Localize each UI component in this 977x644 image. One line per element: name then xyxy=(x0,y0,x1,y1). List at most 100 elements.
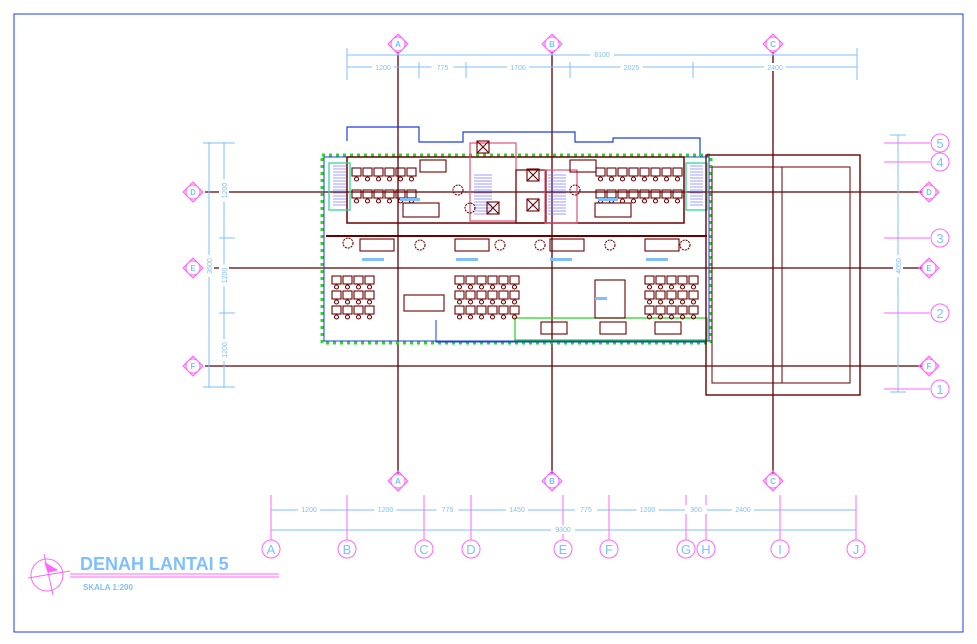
office-chair xyxy=(690,314,697,320)
sofa-set xyxy=(654,321,682,335)
bottom-dimension-segment: 1200 xyxy=(378,507,394,514)
meeting-table xyxy=(549,238,585,252)
workstation-desk xyxy=(465,305,476,315)
office-chair xyxy=(630,176,637,182)
north-arrow-icon xyxy=(27,553,71,596)
grid-bubble-label: E xyxy=(926,264,932,273)
grid-bubble-label: B xyxy=(549,477,555,486)
office-chair xyxy=(467,314,474,320)
workstation-desk xyxy=(406,167,417,177)
grid-bubble-label: 5 xyxy=(936,136,943,151)
workstation-desk xyxy=(331,275,342,285)
workstation-desk xyxy=(384,167,395,177)
workstation-desk xyxy=(406,189,417,199)
left-dimension-segment: 1200 xyxy=(222,342,229,358)
round-table xyxy=(494,239,506,251)
south-bay-outline xyxy=(435,320,705,343)
office-chair xyxy=(353,198,360,204)
room-label-mark xyxy=(595,297,607,300)
room-label-mark xyxy=(646,258,668,261)
grid-bubble-label: C xyxy=(419,542,428,557)
grid-bubble-label: D xyxy=(926,188,932,197)
grid-bubble-label: 3 xyxy=(936,231,943,246)
workstation-desk xyxy=(454,305,465,315)
office-chair xyxy=(467,284,474,290)
room-label-mark xyxy=(362,258,384,261)
office-chair xyxy=(366,314,373,320)
grid-bubble-label: B xyxy=(549,40,555,49)
workstation-desk xyxy=(617,167,628,177)
grid-bubble-label: C xyxy=(770,40,776,49)
workstation-desk xyxy=(666,305,677,315)
workstation-desk xyxy=(628,167,639,177)
sheet-frame xyxy=(13,13,964,633)
workstation-desk xyxy=(595,167,606,177)
office-chair xyxy=(478,299,485,305)
office-chair xyxy=(668,314,675,320)
workstation-desk xyxy=(353,275,364,285)
office-chair xyxy=(646,314,653,320)
grid-bubble-label: G xyxy=(681,542,691,557)
structural-grid xyxy=(205,52,925,475)
top-grid-bubble: B xyxy=(541,33,563,55)
office-chair xyxy=(668,284,675,290)
stair-east-end xyxy=(685,162,708,211)
office-chair xyxy=(657,299,664,305)
workstation-desk xyxy=(454,290,465,300)
grid-bubble-4: 4 xyxy=(930,152,950,172)
bottom-dimension-segment: 1200 xyxy=(301,507,317,514)
lower-grid-bubble: A xyxy=(387,470,409,492)
workstation-desk xyxy=(650,167,661,177)
lower-grid-bubble: C xyxy=(762,470,784,492)
round-table xyxy=(679,239,691,251)
office-chair xyxy=(619,198,626,204)
workstation-desk xyxy=(595,189,606,199)
office-chair xyxy=(608,176,615,182)
office-chair xyxy=(663,198,670,204)
office-chair xyxy=(333,299,340,305)
workstation-desk xyxy=(373,189,384,199)
round-table xyxy=(464,202,476,214)
grid-bubble-label: F xyxy=(605,542,613,557)
south-bay-rooms xyxy=(514,317,708,341)
office-chair xyxy=(489,314,496,320)
grid-bubble-e: E xyxy=(553,539,573,559)
office-chair xyxy=(355,284,362,290)
workstation-desk xyxy=(655,290,666,300)
office-chair xyxy=(456,299,463,305)
workstation-desk xyxy=(331,305,342,315)
room-label-mark xyxy=(400,198,420,201)
meeting-table xyxy=(359,238,395,252)
office-chair xyxy=(489,299,496,305)
left-dimension-segment: 1200 xyxy=(222,183,229,199)
office-chair xyxy=(646,284,653,290)
grid-bubble-g: G xyxy=(676,539,696,559)
grid-bubble-label: E xyxy=(559,542,568,557)
workstation-desk xyxy=(509,305,520,315)
office-chair xyxy=(366,284,373,290)
grid-bubble-label: A xyxy=(395,40,401,49)
workstation-desk xyxy=(661,167,672,177)
office-chair xyxy=(397,176,404,182)
grid-bubble-label: D xyxy=(466,542,475,557)
top-dimension-segment: 2400 xyxy=(767,65,783,72)
workstation-desk xyxy=(617,189,628,199)
workstation-desk xyxy=(351,189,362,199)
office-chair xyxy=(375,176,382,182)
workstation-desk xyxy=(509,275,520,285)
office-chair xyxy=(646,299,653,305)
office-chair xyxy=(679,299,686,305)
workstation-desk xyxy=(465,290,476,300)
grid-bubble-5: 5 xyxy=(930,133,950,153)
lift-shaft xyxy=(486,201,500,215)
workstation-desk xyxy=(353,305,364,315)
top-grid-bubble: A xyxy=(387,33,409,55)
grid-bubble-label: A xyxy=(267,542,276,557)
workstation-desk xyxy=(476,305,487,315)
workstation-desk xyxy=(688,290,699,300)
office-chair xyxy=(511,284,518,290)
bottom-total-dimension: 9300 xyxy=(555,527,571,534)
workstation-desk xyxy=(606,189,617,199)
top-total-dimension: 8100 xyxy=(594,52,610,59)
workstation-desk xyxy=(342,290,353,300)
